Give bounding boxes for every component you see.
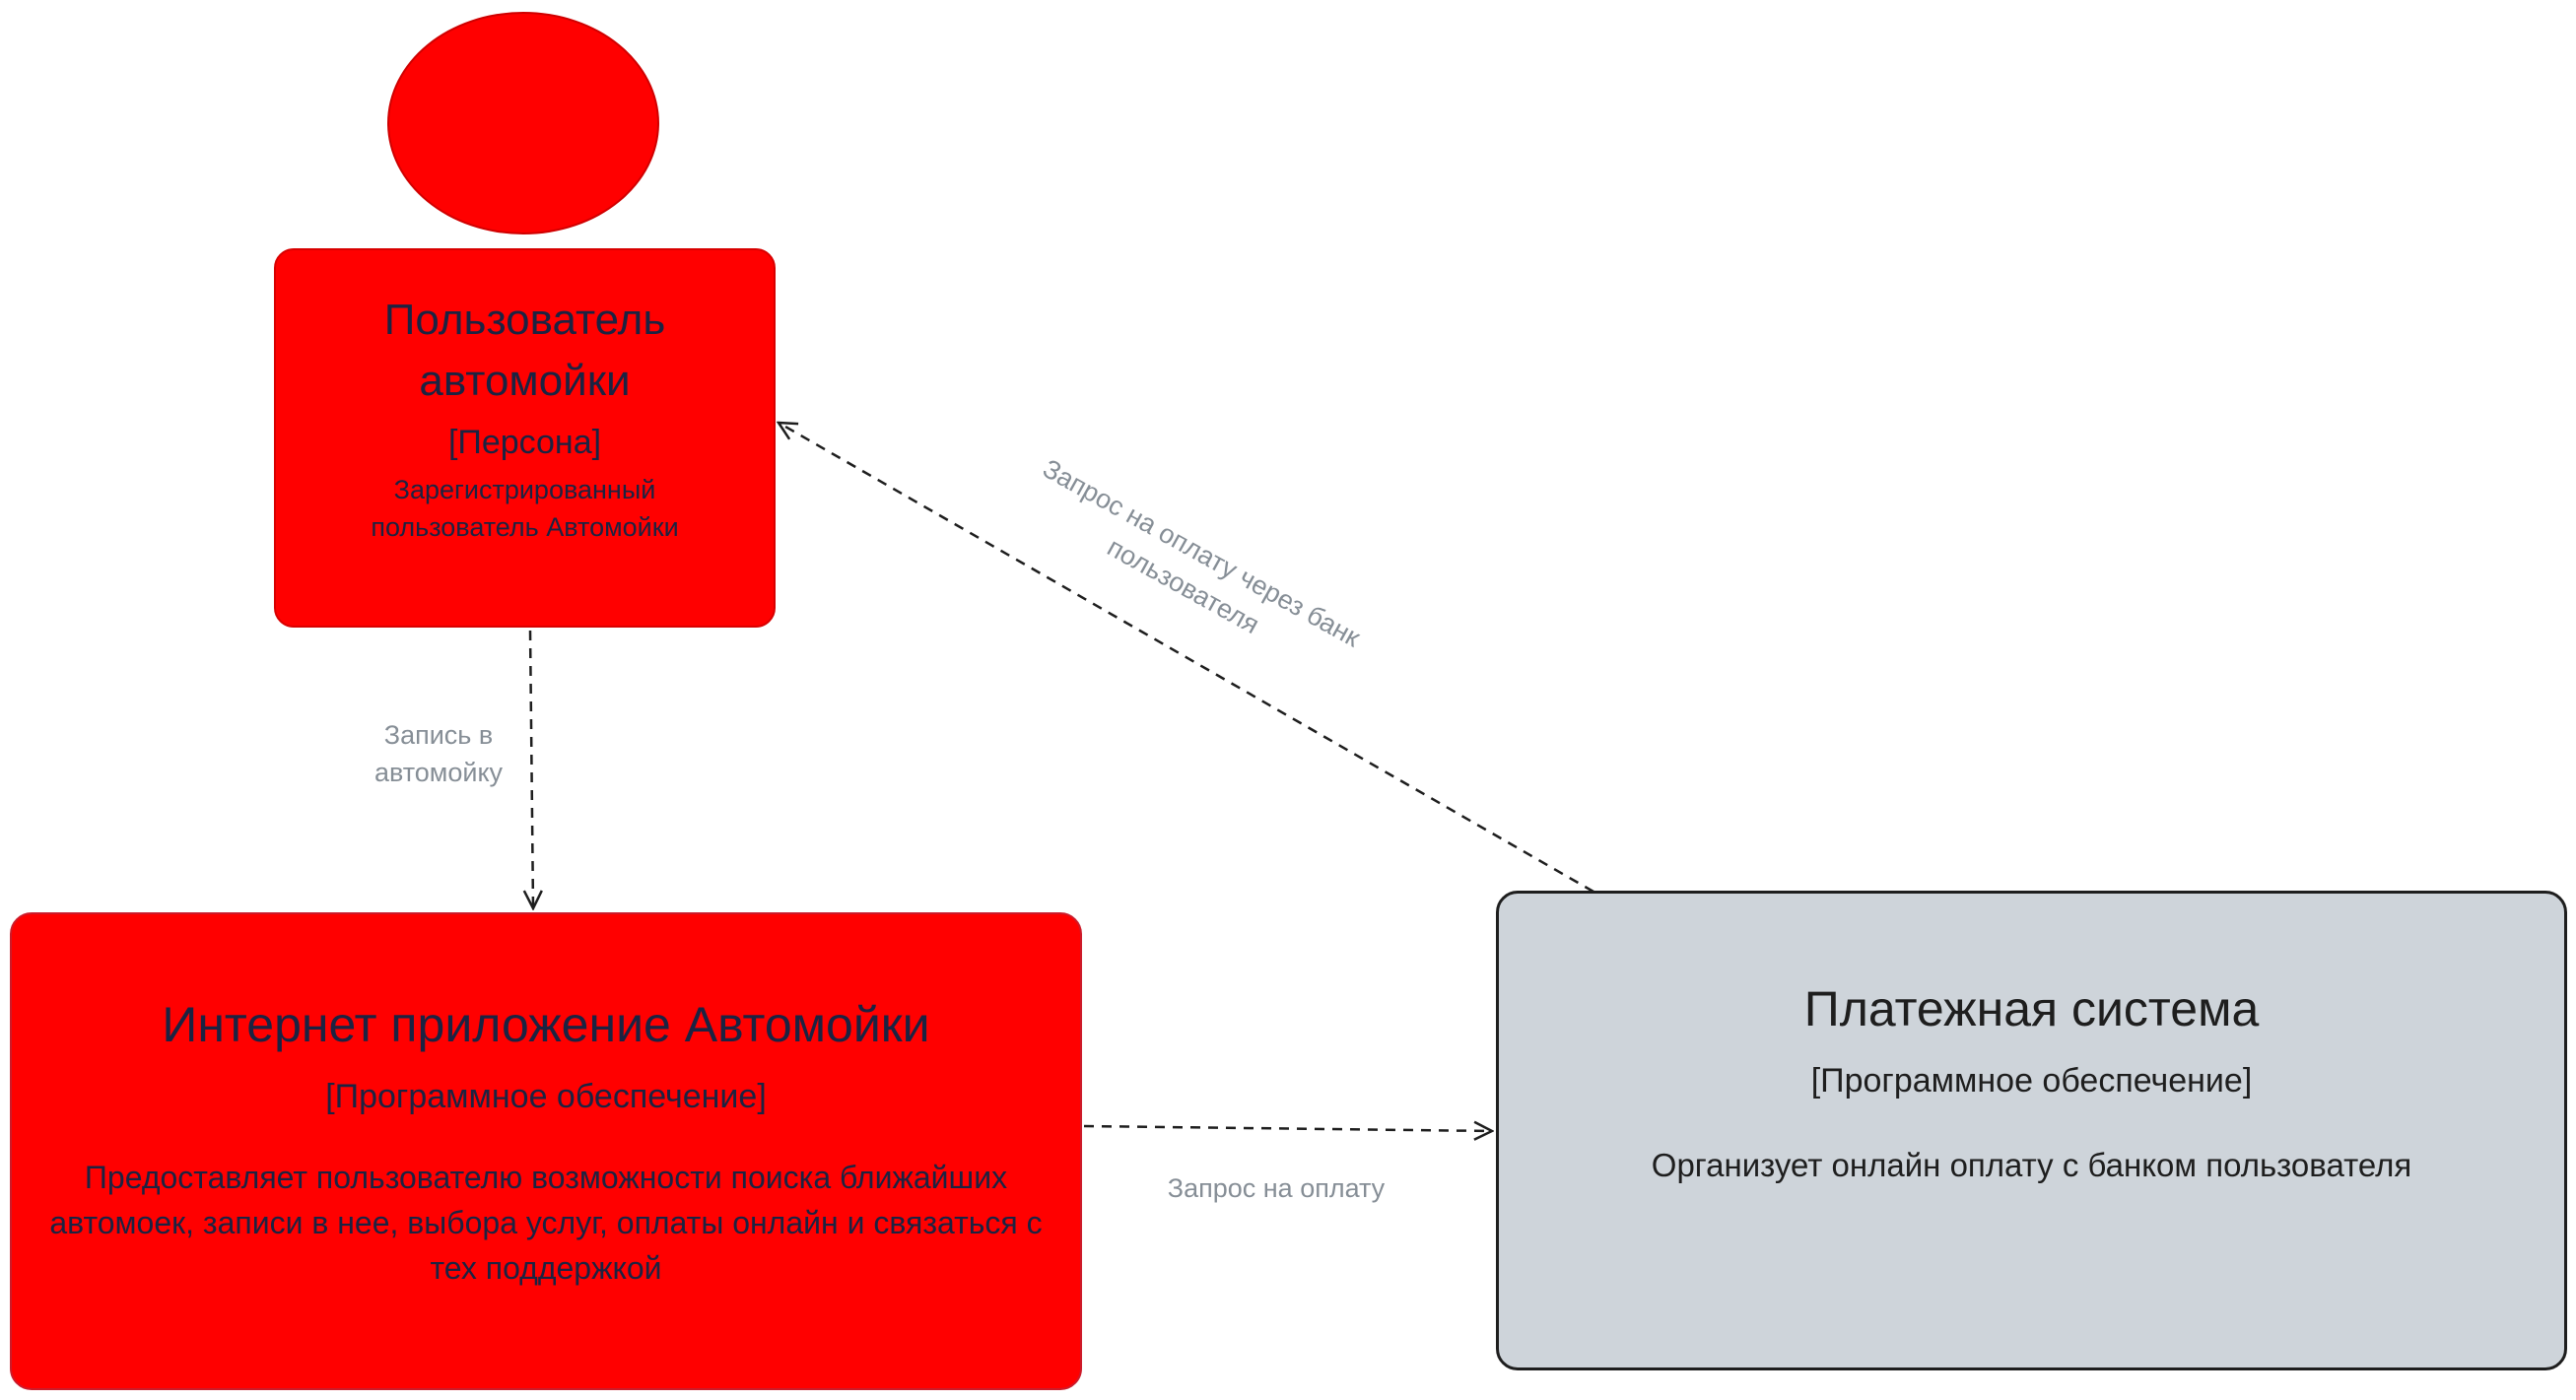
person-node[interactable]: Пользователь автомойки [Персона] Зарегис… (274, 248, 776, 628)
app-description: Предоставляет пользователю возможности п… (49, 1160, 1043, 1286)
payment-description: Организует онлайн оплату с банком пользо… (1651, 1147, 2412, 1183)
app-node[interactable]: Интернет приложение Автомойки [Программн… (10, 912, 1082, 1390)
person-type: [Персона] (447, 424, 602, 461)
edge-label-payment-request: Запрос на оплату (1167, 1173, 1386, 1203)
payment-title: Платежная система (1803, 981, 2260, 1036)
edge-payment-to-person[interactable] (779, 423, 1594, 894)
person-title: Пользователь автомойки (383, 296, 666, 405)
payment-system-node[interactable]: Платежная система [Программное обеспечен… (1496, 891, 2567, 1370)
app-type: [Программное обеспечение] (325, 1078, 767, 1115)
payment-type: [Программное обеспечение] (1810, 1062, 2253, 1100)
edge-person-to-app[interactable] (530, 630, 533, 908)
person-head-icon (387, 12, 659, 234)
edge-label-booking: Запись в автомойку (373, 720, 504, 787)
app-title: Интернет приложение Автомойки (162, 997, 930, 1052)
person-description: Зарегистрированный пользователь Автомойк… (371, 475, 679, 542)
edge-app-to-payment[interactable] (1083, 1126, 1492, 1131)
